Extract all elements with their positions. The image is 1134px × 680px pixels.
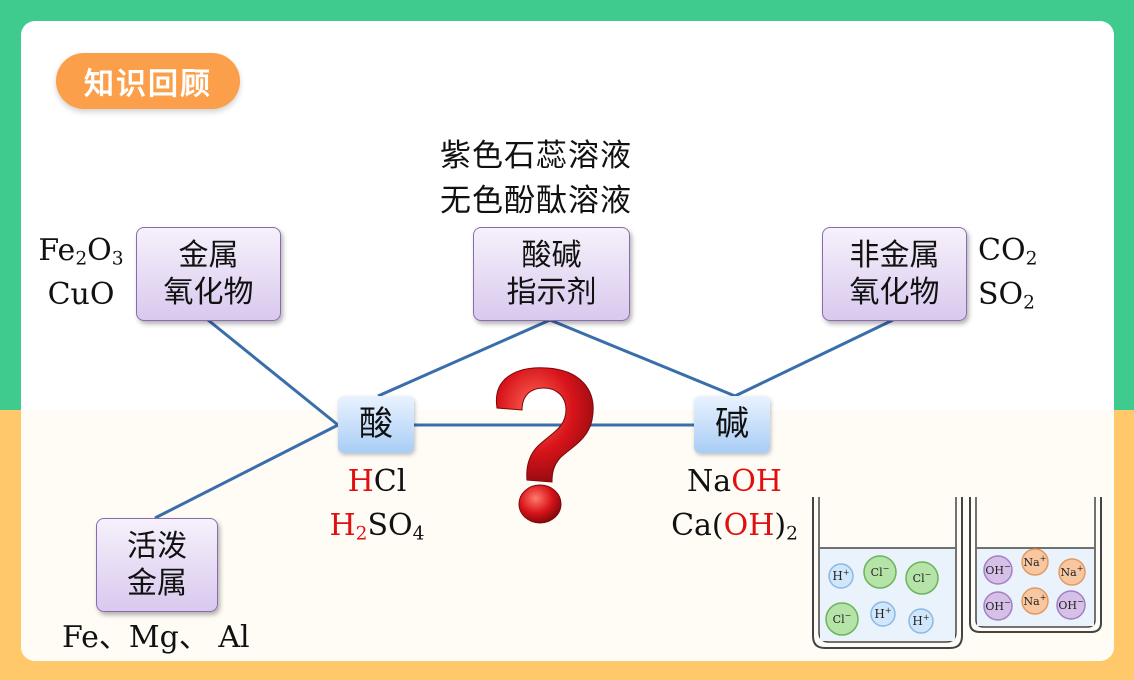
formula-hcl: HCl bbox=[347, 464, 407, 499]
line-indicator-acid bbox=[377, 318, 551, 398]
formula-h2so4: H2SO4 bbox=[329, 507, 425, 545]
metal-oxide-examples: Fe2O3 CuO bbox=[36, 229, 126, 316]
base-box: 碱 bbox=[694, 396, 770, 453]
metal-oxide-box: 金属 氧化物 bbox=[136, 227, 281, 321]
line-indicator-base bbox=[549, 318, 736, 398]
nonmetal-oxide-line2: 氧化物 bbox=[849, 275, 940, 310]
active-metal-line1: 活泼 bbox=[127, 528, 187, 564]
knowledge-review-badge: 知识回顾 bbox=[56, 53, 240, 109]
nonmetal-oxide-examples: CO2 SO2 bbox=[978, 229, 1037, 316]
active-metal-box: 活泼 金属 bbox=[96, 518, 218, 612]
indicator-phenolphthalein: 无色酚酞溶液 bbox=[440, 182, 632, 219]
indicator-box: 酸碱 指示剂 bbox=[473, 227, 630, 321]
formula-caoh2: Ca(OH)2 bbox=[671, 507, 798, 545]
base-beaker-ion-oh: OH− bbox=[983, 555, 1013, 585]
acid-beaker-ion-cl: Cl− bbox=[825, 602, 859, 636]
acid-beaker-ion-cl: Cl− bbox=[863, 555, 897, 589]
formula-naoh: NaOH bbox=[687, 464, 782, 499]
line-metal-oxide-acid bbox=[207, 318, 339, 427]
acid-beaker-ion-cl: Cl− bbox=[905, 561, 939, 595]
active-metal-line2: 金属 bbox=[127, 566, 187, 601]
indicator-litmus: 紫色石蕊溶液 bbox=[440, 138, 632, 174]
metal-oxide-line1: 金属 bbox=[178, 237, 239, 273]
active-metals-list: Fe、Mg、 Al bbox=[62, 620, 250, 655]
indicator-names: 紫色石蕊溶液 无色酚酞溶液 bbox=[440, 134, 632, 224]
base-beaker-ion-na: Na+ bbox=[1021, 548, 1049, 576]
nonmetal-oxide-box: 非金属 氧化物 bbox=[822, 227, 967, 321]
base-beaker-ion-oh: OH− bbox=[1056, 590, 1086, 620]
acid-box: 酸 bbox=[338, 396, 414, 453]
base-beaker-ion-na: Na+ bbox=[1058, 558, 1086, 586]
acid-examples: HCl H2SO4 bbox=[322, 460, 432, 547]
line-nonmetal-oxide-base bbox=[734, 318, 894, 398]
acid-beaker-ion-h: H+ bbox=[828, 563, 854, 589]
line-active-metal-acid bbox=[154, 423, 339, 520]
base-beaker-ion-oh: OH− bbox=[983, 591, 1013, 621]
acid-beaker-ion-h: H+ bbox=[908, 608, 934, 634]
formula-so2: SO2 bbox=[978, 276, 1035, 314]
nonmetal-oxide-line1: 非金属 bbox=[849, 237, 940, 273]
formula-fe2o3: Fe2O3 bbox=[38, 233, 124, 270]
metal-oxide-line2: 氧化物 bbox=[163, 275, 254, 310]
indicator-box-line2: 指示剂 bbox=[506, 275, 597, 310]
formula-cuo: CuO bbox=[47, 276, 115, 312]
base-examples: NaOH Ca(OH)2 bbox=[662, 460, 807, 547]
base-beaker-ion-na: Na+ bbox=[1021, 587, 1049, 615]
acid-beaker-ion-h: H+ bbox=[870, 601, 896, 627]
formula-co2: CO2 bbox=[978, 233, 1038, 270]
indicator-box-line1: 酸碱 bbox=[521, 237, 582, 273]
